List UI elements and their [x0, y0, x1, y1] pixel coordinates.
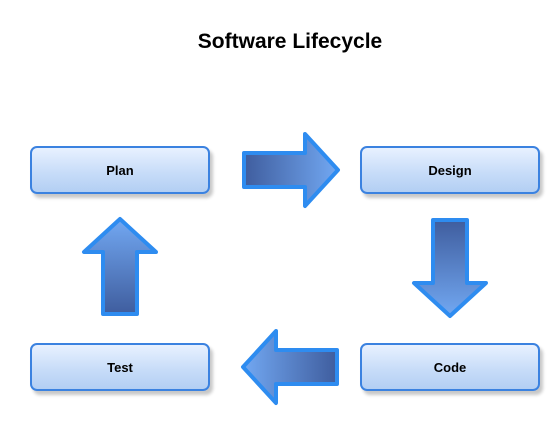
node-plan: Plan [30, 146, 210, 194]
node-test: Test [30, 343, 210, 391]
node-code: Code [360, 343, 540, 391]
node-design-label: Design [428, 162, 472, 178]
arrow-test-to-plan [82, 217, 158, 316]
node-design: Design [360, 146, 540, 194]
diagram-title: Software Lifecycle [197, 30, 383, 53]
node-plan-label: Plan [106, 162, 134, 178]
arrow-design-to-code [412, 218, 488, 318]
arrow-plan-to-design [242, 132, 340, 208]
node-code-label: Code [433, 359, 467, 375]
node-test-label: Test [107, 359, 133, 375]
arrow-code-to-test [241, 329, 339, 405]
